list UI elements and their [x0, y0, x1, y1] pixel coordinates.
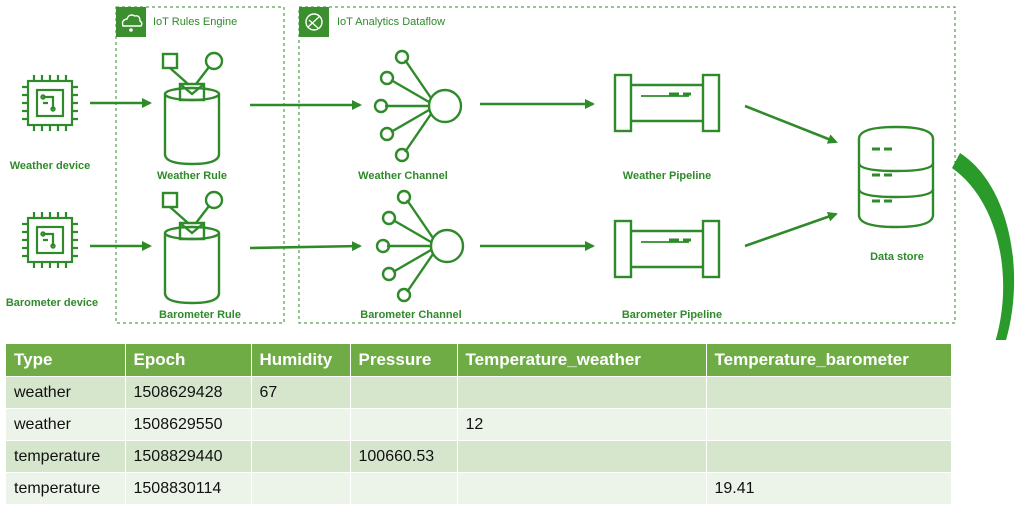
- barometer-channel-label: Barometer Channel: [360, 309, 461, 321]
- analytics-dataflow-label: IoT Analytics Dataflow: [337, 16, 445, 28]
- weather-channel-label: Weather Channel: [358, 170, 448, 182]
- table-cell: [706, 376, 952, 409]
- column-header-type: Type: [6, 344, 126, 377]
- table-cell: [350, 408, 458, 441]
- barometer-channel-icon: [375, 189, 465, 303]
- table-cell: [457, 472, 707, 504]
- table-cell: [706, 440, 952, 473]
- table-header-row: Type Epoch Humidity Pressure Temperature…: [6, 344, 952, 377]
- table-row: temperature 1508830114 19.41: [6, 472, 952, 504]
- column-header-epoch: Epoch: [125, 344, 252, 377]
- barometer-pipeline-icon: [613, 219, 721, 279]
- column-header-pressure: Pressure: [350, 344, 458, 377]
- dataflow-diagram: IoT Rules Engine IoT Analytics Dataflow …: [6, 6, 1015, 340]
- table-cell: weather: [6, 376, 126, 409]
- table-cell: [350, 472, 458, 504]
- weather-pipeline-label: Weather Pipeline: [623, 170, 711, 182]
- table-cell: 19.41: [706, 472, 952, 504]
- table-cell: [350, 376, 458, 409]
- data-table: Type Epoch Humidity Pressure Temperature…: [6, 344, 952, 504]
- arrow-barometer-rule-to-channel: [249, 241, 362, 252]
- iot-rules-engine-group: IoT Rules Engine: [115, 6, 285, 324]
- table-cell: temperature: [6, 472, 126, 504]
- table-row: temperature 1508829440 100660.53: [6, 440, 952, 473]
- column-header-humidity: Humidity: [251, 344, 351, 377]
- barometer-rule-label: Barometer Rule: [159, 309, 241, 321]
- column-header-temperature-barometer: Temperature_barometer: [706, 344, 952, 377]
- table-cell: [251, 472, 351, 504]
- flow-arrows: [90, 98, 838, 252]
- table-cell: [706, 408, 952, 441]
- table-cell: temperature: [6, 440, 126, 473]
- weather-rule-icon: [161, 51, 224, 166]
- table-cell: [251, 408, 351, 441]
- iot-analytics-dataflow-group: IoT Analytics Dataflow: [298, 6, 956, 324]
- table-cell: [457, 376, 707, 409]
- table-row: weather 1508629550 12: [6, 408, 952, 441]
- curved-arrow-store-to-table: [952, 153, 1015, 340]
- table-cell: 1508830114: [125, 472, 252, 504]
- table-cell: 1508629428: [125, 376, 252, 409]
- database-icon: [857, 125, 935, 229]
- table-cell: 12: [457, 408, 707, 441]
- table-cell: 67: [251, 376, 351, 409]
- table-cell: 1508629550: [125, 408, 252, 441]
- rules-engine-label: IoT Rules Engine: [153, 16, 237, 28]
- column-header-temperature-weather: Temperature_weather: [457, 344, 707, 377]
- table-cell: [251, 440, 351, 473]
- weather-pipeline-icon: [613, 73, 721, 133]
- weather-channel-icon: [373, 49, 463, 163]
- weather-device-label: Weather device: [10, 160, 91, 172]
- weather-rule-label: Weather Rule: [157, 170, 227, 182]
- barometer-pipeline-label: Barometer Pipeline: [622, 309, 722, 321]
- table-cell: [457, 440, 707, 473]
- arrow-weather-pipeline-to-store: [744, 104, 838, 144]
- table-cell: 100660.53: [350, 440, 458, 473]
- table-row: weather 1508629428 67: [6, 376, 952, 409]
- barometer-device-icon: [22, 212, 78, 268]
- iot-rules-engine-cloud-icon: [116, 7, 146, 37]
- table-cell: 1508829440: [125, 440, 252, 473]
- data-store-label: Data store: [870, 251, 924, 263]
- iot-analytics-icon: [299, 7, 329, 37]
- barometer-device-label: Barometer device: [6, 297, 98, 309]
- arrow-barometer-pipeline-to-store: [744, 211, 838, 248]
- barometer-rule-icon: [161, 190, 224, 305]
- table-cell: weather: [6, 408, 126, 441]
- weather-device-icon: [22, 75, 78, 131]
